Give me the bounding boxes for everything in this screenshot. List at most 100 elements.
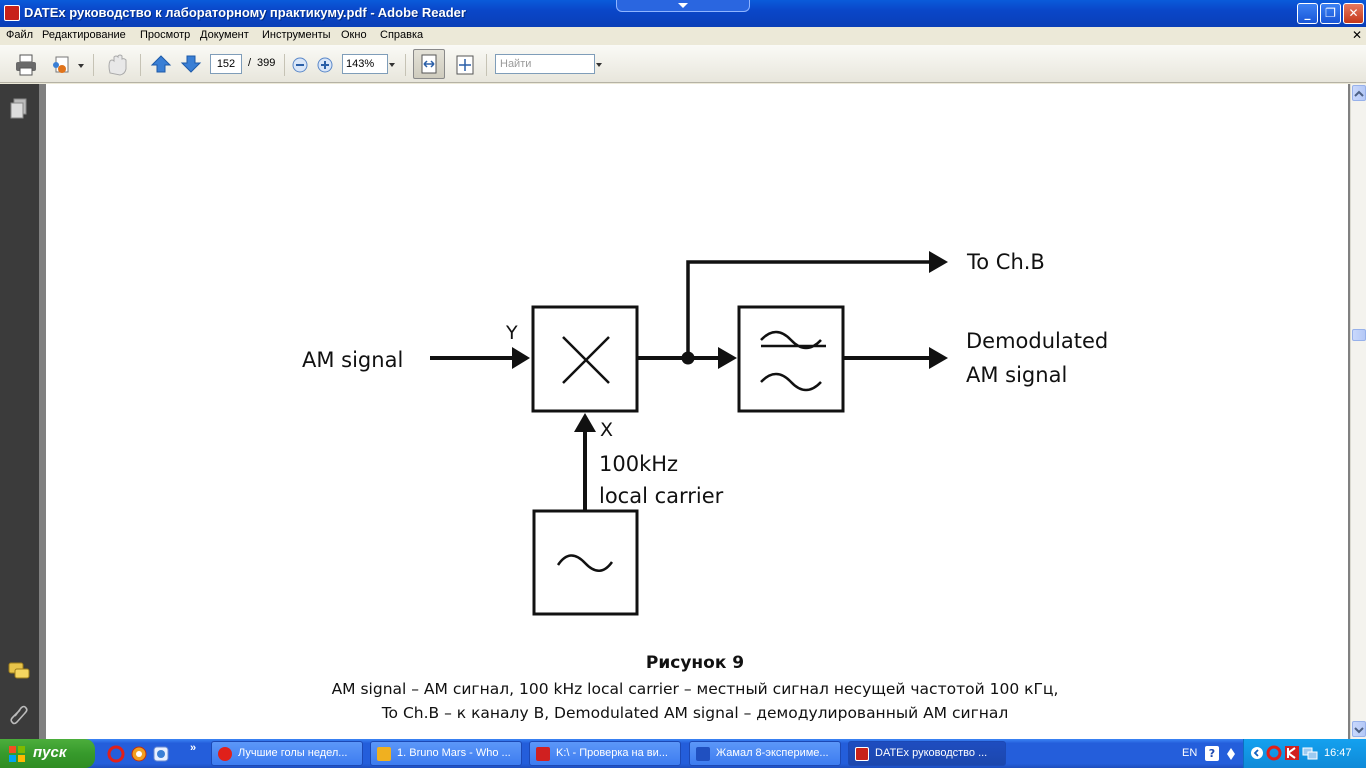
fit-page-icon[interactable] xyxy=(453,53,477,77)
task-button-youtube[interactable]: Лучшие голы недел... xyxy=(211,741,363,766)
menu-bar: Файл Редактирование Просмотр Документ Ин… xyxy=(0,27,1366,45)
task-label: K:\ - Проверка на ви... xyxy=(556,747,668,759)
antivirus-tray-icon[interactable] xyxy=(1284,745,1300,761)
taskbar: пуск » Лучшие голы недел... 1. Bruno Mar… xyxy=(0,739,1366,768)
menu-window[interactable]: Окно xyxy=(341,29,367,41)
print-icon[interactable] xyxy=(14,53,38,77)
opera-tray-icon[interactable] xyxy=(1266,745,1282,761)
input-arrowhead xyxy=(512,347,530,369)
menu-document[interactable]: Документ xyxy=(200,29,249,41)
attachments-paperclip-icon[interactable] xyxy=(9,704,29,726)
scroll-down-icon xyxy=(1354,727,1364,734)
task-label: 1. Bruno Mars - Who ... xyxy=(397,747,511,759)
task-button-adobe-reader[interactable]: DATEx руководство ... xyxy=(848,741,1006,766)
quicklaunch-more-icon[interactable]: » xyxy=(190,742,197,754)
restore-button[interactable]: ❐ xyxy=(1320,3,1341,24)
task-label: Жамал 8-экспериме... xyxy=(716,747,829,759)
x-input-label: X xyxy=(600,419,613,441)
task-button-word[interactable]: Жамал 8-экспериме... xyxy=(689,741,841,766)
opera-quicklaunch-icon[interactable] xyxy=(107,745,125,763)
task-button-music[interactable]: 1. Bruno Mars - Who ... xyxy=(370,741,522,766)
multiplier-x-symbol xyxy=(562,336,610,384)
carrier-label-line2: local carrier xyxy=(599,484,724,508)
adobe-reader-icon xyxy=(855,747,869,761)
minimize-button[interactable]: _ xyxy=(1297,3,1318,24)
navigation-panel xyxy=(0,84,39,739)
explorer-quicklaunch-icon[interactable] xyxy=(152,745,170,763)
sine-wave-symbol xyxy=(556,554,614,572)
task-button-antivirus[interactable]: K:\ - Проверка на ви... xyxy=(529,741,681,766)
next-page-icon[interactable] xyxy=(180,53,202,75)
figure-caption-title: Рисунок 9 xyxy=(646,653,744,673)
task-label: Лучшие голы недел... xyxy=(238,747,348,759)
demodulated-label-line2: AM signal xyxy=(966,363,1067,387)
lowpass-filter-box xyxy=(737,305,845,413)
scroll-up-button[interactable] xyxy=(1352,85,1366,101)
zoom-dropdown-icon[interactable] xyxy=(388,61,396,69)
carrier-label-line1: 100kHz xyxy=(599,452,678,476)
filter-input-arrowhead xyxy=(718,347,737,369)
clock[interactable]: 16:47 xyxy=(1324,747,1352,759)
figure-caption-line1: AM signal – АМ сигнал, 100 kHz local car… xyxy=(332,680,1059,698)
zoom-in-icon[interactable] xyxy=(317,57,333,73)
antivirus-icon xyxy=(536,747,550,761)
document-viewport[interactable]: AM signal Y X To Ch.B Demodulated AM sig… xyxy=(39,84,1350,739)
word-document-icon xyxy=(696,747,710,761)
carrier-arrowhead xyxy=(574,413,596,432)
opera-icon xyxy=(218,747,232,761)
page-number-input[interactable]: 152 xyxy=(210,54,242,74)
menu-view[interactable]: Просмотр xyxy=(140,29,191,41)
windows-logo-icon xyxy=(9,746,25,762)
task-label: DATEx руководство ... xyxy=(875,747,988,759)
help-icon[interactable]: ? xyxy=(1205,746,1219,761)
show-hidden-icons-chevron-icon[interactable] xyxy=(1250,746,1264,760)
to-chb-label: To Ch.B xyxy=(966,250,1045,274)
pages-panel-icon[interactable] xyxy=(9,98,29,120)
media-player-icon xyxy=(377,747,391,761)
block-diagram: AM signal Y X To Ch.B Demodulated AM sig… xyxy=(302,250,1108,722)
menu-file[interactable]: Файл xyxy=(6,29,34,41)
fit-width-icon xyxy=(421,54,437,74)
page-total: 399 xyxy=(257,57,276,69)
to-chb-arrowhead xyxy=(929,251,948,273)
page-separator: / xyxy=(248,57,252,69)
scroll-down-button[interactable] xyxy=(1352,721,1366,737)
window-title: DATEx руководство к лабораторному практи… xyxy=(24,5,466,20)
document-close-icon[interactable]: ✕ xyxy=(1351,28,1362,42)
system-tray: 16:47 xyxy=(1243,739,1366,768)
find-input[interactable]: Найти xyxy=(495,54,595,74)
find-dropdown-icon[interactable] xyxy=(595,61,603,69)
hand-tool-icon[interactable] xyxy=(104,53,130,77)
comments-panel-icon[interactable] xyxy=(8,662,30,682)
vertical-scrollbar[interactable] xyxy=(1350,84,1366,739)
scroll-thumb[interactable] xyxy=(1352,329,1366,341)
toolbar-dropdown-tab[interactable] xyxy=(616,0,750,12)
start-button[interactable]: пуск xyxy=(0,739,95,768)
to-chb-line xyxy=(686,260,933,358)
close-button[interactable]: ✕ xyxy=(1343,3,1364,24)
menu-help[interactable]: Справка xyxy=(380,29,424,41)
figure-caption-line2: To Ch.B – к каналу B, Demodulated AM sig… xyxy=(381,704,1009,722)
fit-width-button[interactable] xyxy=(413,49,445,79)
collaborate-icon[interactable] xyxy=(50,53,86,77)
adobe-reader-app-icon[interactable] xyxy=(4,5,20,21)
menu-edit[interactable]: Редактирование xyxy=(42,29,126,41)
pdf-page: AM signal Y X To Ch.B Demodulated AM sig… xyxy=(46,84,1348,739)
menu-tools[interactable]: Инструменты xyxy=(262,29,331,41)
toolbar: 152 / 399 143% Найти xyxy=(0,45,1366,83)
language-indicator[interactable]: EN xyxy=(1182,747,1198,759)
title-bar: DATEx руководство к лабораторному практи… xyxy=(0,0,1366,27)
filter-symbol-lower xyxy=(760,372,822,392)
zoom-level-input[interactable]: 143% xyxy=(342,54,388,74)
y-input-label: Y xyxy=(505,322,518,344)
zoom-out-icon[interactable] xyxy=(292,57,308,73)
output-arrowhead xyxy=(929,347,948,369)
previous-page-icon[interactable] xyxy=(150,53,172,75)
browser-quicklaunch-icon[interactable] xyxy=(130,745,148,763)
language-bar-icon[interactable] xyxy=(1226,747,1236,761)
filter-symbol-upper xyxy=(760,330,826,350)
scroll-up-icon xyxy=(1354,90,1364,97)
network-tray-icon[interactable] xyxy=(1302,745,1318,761)
am-signal-input-label: AM signal xyxy=(302,348,403,372)
start-label: пуск xyxy=(33,744,67,761)
